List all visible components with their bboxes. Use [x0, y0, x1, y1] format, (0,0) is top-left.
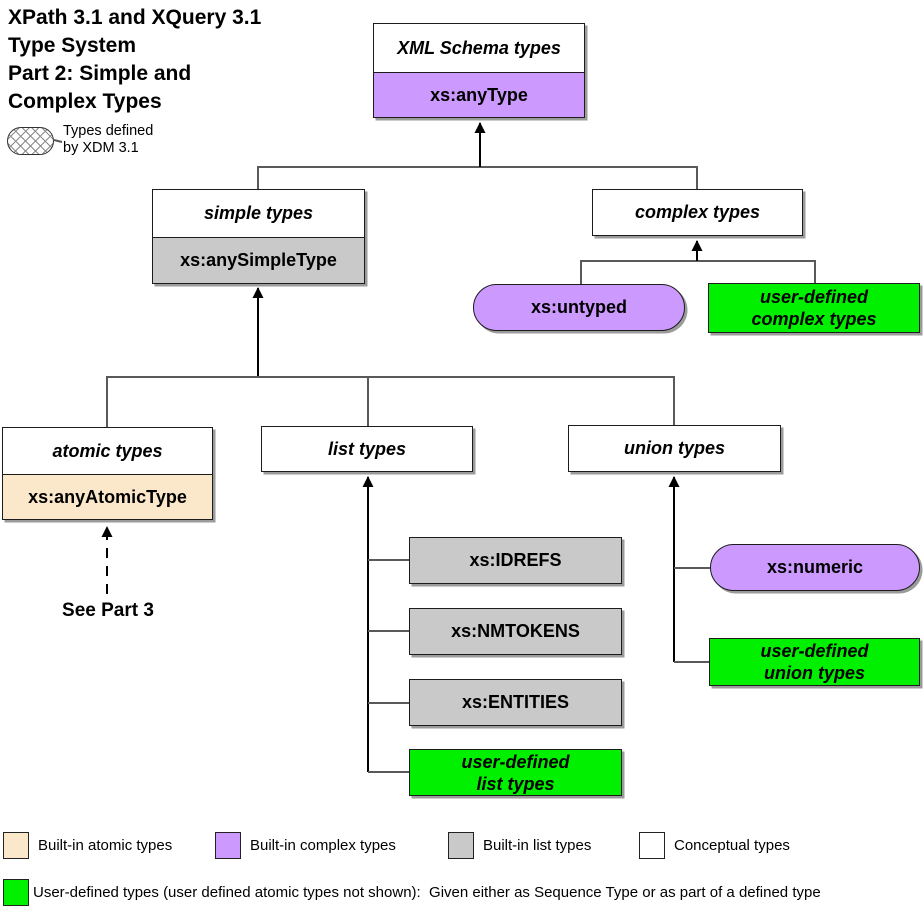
- node-xs-nmtokens: xs:NMTOKENS: [409, 608, 622, 655]
- legend-item-builtin-list: Built-in list types: [448, 832, 591, 859]
- legend-swatch-list: [448, 832, 474, 859]
- legend-swatch-atomic: [3, 832, 29, 859]
- legend-label: Built-in complex types: [250, 837, 396, 854]
- node-list-types: list types: [261, 426, 473, 472]
- node-header: atomic types: [3, 428, 212, 475]
- legend-item-builtin-complex: Built-in complex types: [215, 832, 396, 859]
- legend-swatch-complex: [215, 832, 241, 859]
- node-user-defined-list-types: user-defined list types: [409, 749, 622, 796]
- legend-item-conceptual: Conceptual types: [639, 832, 790, 859]
- legend-label: Built-in atomic types: [38, 837, 173, 854]
- node-header: simple types: [153, 190, 364, 238]
- node-xs-untyped: xs:untyped: [473, 284, 685, 331]
- node-type-label: xs:anySimpleType: [153, 238, 364, 283]
- see-part-3-label: See Part 3: [62, 600, 154, 621]
- legend-label: Built-in list types: [483, 837, 592, 854]
- diagram-title: XPath 3.1 and XQuery 3.1 Type System Par…: [8, 6, 262, 113]
- node-type-label: xs:anyAtomicType: [3, 475, 212, 519]
- node-xml-schema-types: XML Schema types xs:anyType: [373, 23, 585, 118]
- node-user-defined-union-types: user-defined union types: [709, 638, 920, 686]
- node-xs-idrefs: xs:IDREFS: [409, 537, 622, 584]
- node-type-label: xs:anyType: [374, 73, 584, 117]
- node-simple-types: simple types xs:anySimpleType: [152, 189, 365, 284]
- legend-label: Conceptual types: [674, 837, 790, 854]
- xdm-legend-label: Types defined by XDM 3.1: [63, 123, 154, 156]
- xdm-hatched-stadium-icon: [7, 127, 54, 155]
- footer-legend-label: User-defined types (user defined atomic …: [33, 884, 821, 901]
- node-user-defined-complex-types: user-defined complex types: [708, 283, 920, 333]
- node-xs-entities: xs:ENTITIES: [409, 679, 622, 726]
- node-atomic-types: atomic types xs:anyAtomicType: [2, 427, 213, 520]
- legend-swatch-user-defined: [3, 879, 29, 906]
- legend-item-builtin-atomic: Built-in atomic types: [3, 832, 172, 859]
- node-complex-types: complex types: [592, 189, 803, 236]
- node-header: XML Schema types: [374, 24, 584, 73]
- legend-swatch-conceptual: [639, 832, 665, 859]
- node-xs-numeric: xs:numeric: [710, 544, 920, 591]
- node-union-types: union types: [568, 425, 781, 472]
